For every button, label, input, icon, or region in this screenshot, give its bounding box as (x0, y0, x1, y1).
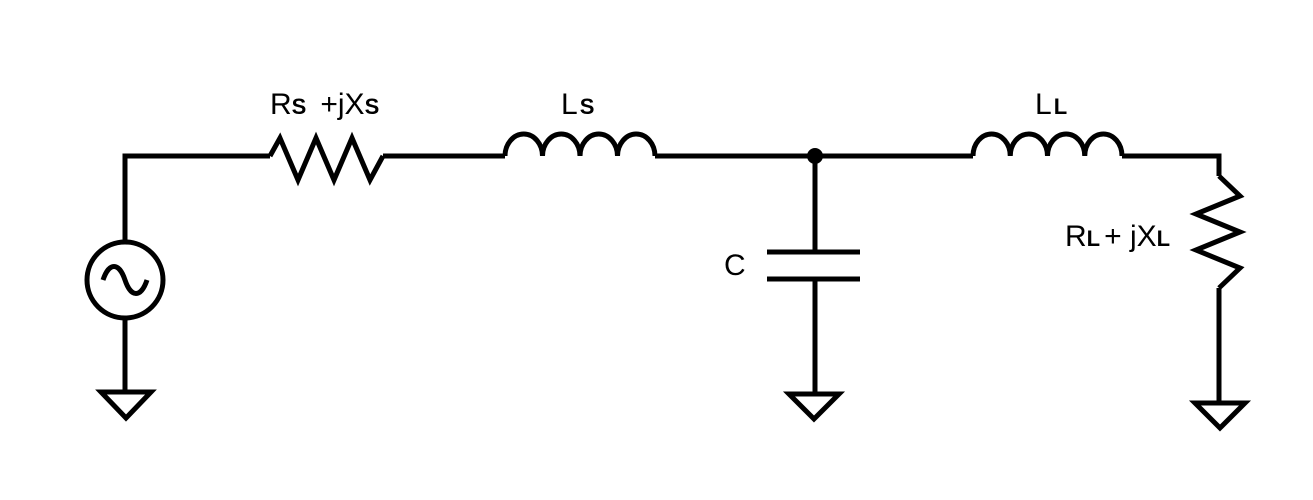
capacitor-icon (767, 249, 860, 282)
rs-label-x: +jX (320, 88, 364, 121)
rl-label-r-sub: L (1087, 226, 1100, 251)
ground-icon (1188, 400, 1252, 432)
rl-label: RL+ jXL (1065, 220, 1170, 253)
ls-label: LS (561, 88, 594, 121)
ls-label-sub: S (580, 94, 595, 119)
resistor-icon (1189, 174, 1247, 290)
rl-label-r: R (1065, 220, 1087, 253)
rs-label-x-sub: S (365, 94, 380, 119)
wires (122, 153, 1222, 403)
ll-label-sub: L (1054, 94, 1067, 119)
resistor-icon (267, 131, 386, 187)
wire-ll-to-rl (1122, 153, 1222, 176)
capacitor-label-main: C (724, 249, 746, 282)
capacitor-label: C (724, 249, 746, 282)
rl-label-x: + jX (1104, 220, 1157, 253)
rs-label-r-sub: S (292, 94, 307, 119)
rl-label-x-sub: L (1157, 226, 1170, 251)
inductor-icon (502, 131, 658, 157)
ac-source-icon (84, 239, 166, 321)
ll-label-main: L (1035, 88, 1052, 121)
inductor-icon (970, 131, 1125, 157)
wire-source-to-rail (122, 153, 270, 240)
rs-label-r: R (270, 88, 292, 121)
junction-dot-icon (807, 148, 823, 164)
rs-label: RS+jXS (270, 88, 379, 121)
ll-label: LL (1035, 88, 1067, 121)
ground-icon (95, 389, 157, 422)
ls-label-main: L (561, 88, 578, 121)
ground-icon (782, 391, 846, 423)
